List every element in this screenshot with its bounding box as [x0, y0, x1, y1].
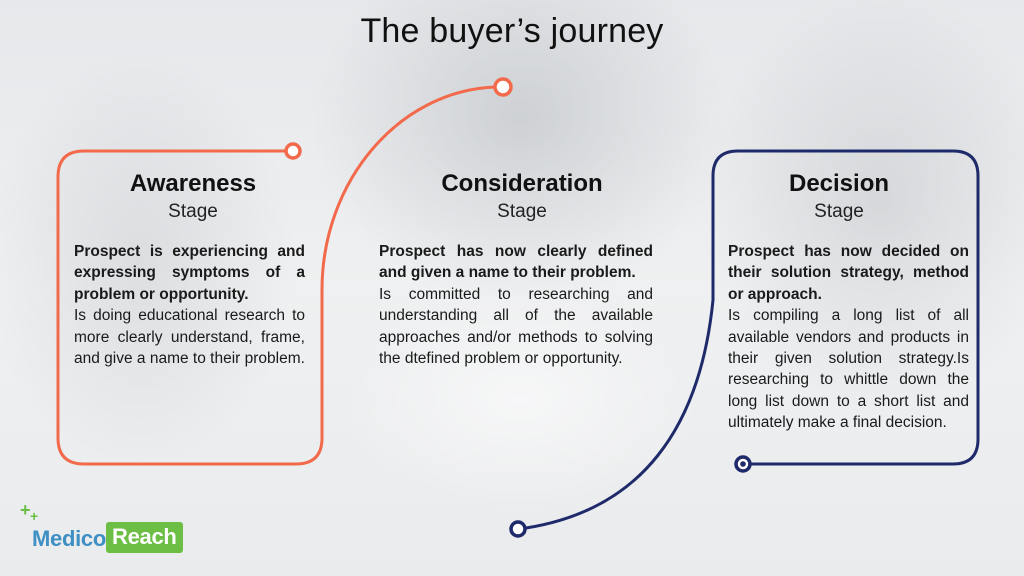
stage-lead: Prospect is experiencing and expressing …: [74, 243, 305, 303]
awareness-node-icon: [284, 142, 302, 160]
stage-subtitle: Stage: [168, 201, 218, 222]
stage-detail: Is compiling a long list of all availabl…: [728, 307, 969, 432]
plus-icon: +: [30, 508, 39, 524]
stage-subtitle: Stage: [497, 201, 547, 222]
stage-detail: Is doing educational research to more cl…: [74, 307, 305, 368]
consideration-bottom-node-icon: [509, 520, 527, 538]
consideration-description: Prospect has now clearly defined and giv…: [379, 241, 653, 369]
stage-detail: Is committed to researching and understa…: [379, 285, 653, 368]
awareness-description: Prospect is experiencing and expressing …: [74, 241, 305, 369]
consideration-heading: Consideration Stage: [412, 170, 632, 224]
page-title: The buyer’s journey: [360, 12, 664, 50]
stage-name: Awareness: [129, 170, 257, 197]
stage-name: Consideration: [441, 170, 603, 197]
awareness-heading: Awareness Stage: [100, 170, 286, 224]
decision-arc: [524, 298, 715, 530]
stage-name: Decision: [788, 170, 890, 197]
decision-frame: [711, 149, 980, 466]
awareness-frame: [56, 149, 324, 466]
consideration-top-node-icon: [493, 77, 513, 97]
stage-subtitle: Stage: [814, 201, 864, 222]
logo-text-medico: Medico: [32, 526, 106, 551]
stage-lead: Prospect has now clearly defined and giv…: [379, 243, 653, 282]
plus-icon: +: [20, 500, 31, 520]
medicoreach-logo: + + Medico Reach: [20, 500, 183, 560]
stage-lead: Prospect has now decided on their soluti…: [728, 243, 969, 303]
decision-node-dot: [740, 461, 746, 467]
consideration-arc: [320, 85, 498, 292]
decision-description: Prospect has now decided on their soluti…: [728, 241, 969, 434]
logo-text-reach: Reach: [106, 522, 183, 553]
decision-heading: Decision Stage: [750, 170, 928, 224]
